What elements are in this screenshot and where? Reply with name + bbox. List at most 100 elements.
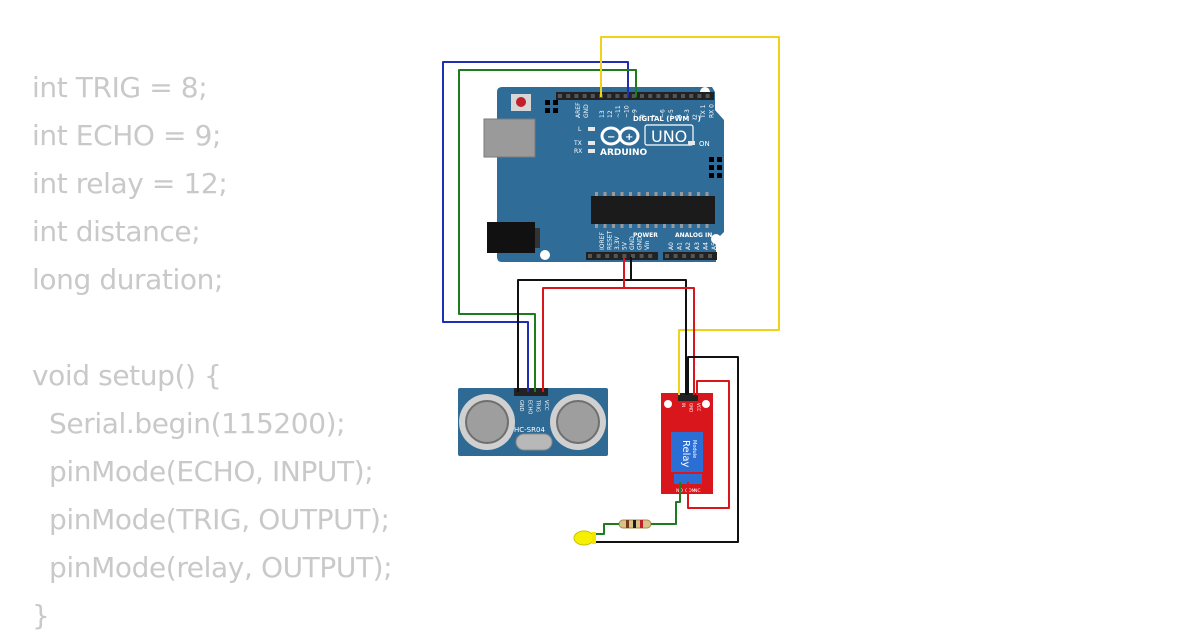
chip-leg [612,192,615,196]
chip-leg [680,192,683,196]
relay-pin-label: VCC [696,403,701,412]
header-pin [582,94,587,98]
code-line: } [32,599,50,632]
sensor-pin-label: ECHO [526,400,532,414]
code-line: Serial.begin(115200); [32,407,346,440]
header-pin [665,254,669,258]
svg-text:+: + [625,132,633,143]
code-line: int ECHO = 9; [32,119,222,152]
digital-pin-label: 2 [692,114,699,118]
chip-leg [637,192,641,196]
wire-green-led [651,482,681,525]
header-pin [648,94,653,98]
chip-leg [688,192,692,196]
l-label: L [578,126,582,133]
chip-leg [603,192,607,196]
mounting-hole [540,250,550,260]
wire-red [542,257,625,392]
power-pin-label: IOREF [599,232,606,250]
header-pin [690,254,695,258]
header-pin [607,94,612,98]
gnd-label: GND [583,104,590,118]
chip-leg [654,224,658,228]
chip-leg [697,192,700,196]
power-pin-label: GND [629,236,636,250]
chip-leg [646,224,649,228]
chip-leg [595,224,598,228]
code-line: int relay = 12; [32,167,228,200]
header-pin [615,94,620,98]
wire-yellow [600,36,780,395]
chip-leg [646,192,649,196]
digital-pin-label: 13 [599,110,606,118]
chip-leg [705,192,709,196]
sensor-pin-label: VCC [543,400,549,411]
chip-leg [595,192,598,196]
header-pin [673,254,678,258]
power-pin-label: 3.3V [614,235,621,250]
power-pin-label: GND [637,236,644,250]
header-pin [605,254,610,258]
header-pin [699,254,704,258]
header-pin [705,94,710,98]
header-pin [708,254,712,258]
header-pin [622,254,627,258]
wire-blue [442,61,629,392]
sensor-crystal [515,433,553,451]
header-pin [558,94,562,98]
code-line: pinMode(TRIG, OUTPUT); [32,503,390,536]
arduino-logo [600,126,640,146]
relay-label: Relay [680,440,691,468]
digital-pin-label: ~10 [623,105,630,118]
code-line: int TRIG = 8; [32,71,208,104]
digital-pin-label: 7 [652,114,659,118]
digital-pin-label: ~3 [684,109,691,118]
tx-label: TX [573,140,582,147]
on-label: ON [699,140,710,148]
header-pin [613,254,618,258]
analog-pin-label: A5 [711,242,718,250]
header-pin [656,94,661,98]
code-line: void setup() { [32,359,222,392]
chip-leg [620,224,624,228]
header-pin [631,94,636,98]
sensor-pin-label: TRIG [535,399,541,412]
relay-box [671,432,703,472]
chip-leg [637,224,641,228]
relay-sublabel: Module [691,440,697,458]
chip-leg [620,192,624,196]
header-pin [588,254,592,258]
digital-label: DIGITAL (PWM ~) [633,115,701,123]
wire-green-resistor [596,523,619,535]
digital-pin-label: 12 [607,110,614,118]
relay-pin-label: GND [689,403,694,412]
analog-pin-label: A4 [702,242,709,250]
code-line: long duration; [32,263,223,296]
header-pin [689,94,694,98]
analog-header [663,252,717,260]
chip-leg [663,192,666,196]
analog-pin-label: A3 [694,242,701,250]
digital-pin-label: 8 [640,114,647,118]
rx-label: RX [574,148,582,155]
header-pin [590,94,595,98]
header-pin [672,94,677,98]
analog-pin-label: A0 [668,242,675,250]
chip-leg [629,192,632,196]
relay-header [678,393,698,401]
chip-leg [705,224,709,228]
header-pin [697,94,702,98]
chip-leg [680,224,683,228]
header-pin [648,254,653,258]
header-pin [682,254,687,258]
svg-text:−: − [607,132,615,143]
header-pin [640,94,644,98]
relay-terminal [674,474,702,484]
chip-leg [603,224,607,228]
chip-leg [697,224,700,228]
digital-pin-label: RX 0 [708,104,715,118]
code-listing: int TRIG = 8; int ECHO = 9; int relay = 12… [32,64,393,640]
board-brand: ARDUINO [600,148,648,158]
